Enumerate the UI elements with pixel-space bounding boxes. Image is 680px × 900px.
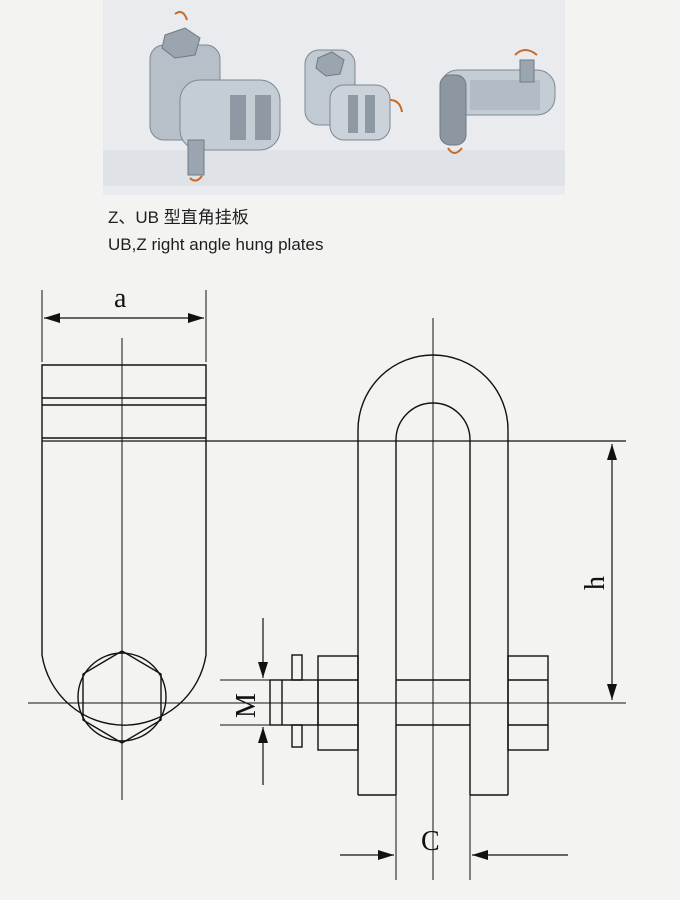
dimension-c: C (340, 826, 568, 860)
caption-title-en: UB,Z right angle hung plates (108, 235, 324, 254)
z-hung-plate-icon (304, 49, 403, 141)
ub-hung-plate-icon (149, 11, 281, 182)
caption-title-cn: Z、UB 型直角挂板 (108, 208, 249, 227)
dimension-c-label: C (421, 826, 440, 857)
right-angle-plate-icon (439, 49, 556, 154)
hex-nut (82, 650, 162, 744)
dimension-a: a (44, 283, 204, 323)
right-view (269, 318, 549, 880)
dimension-a-label: a (114, 283, 127, 314)
dimension-h: h (580, 444, 617, 700)
dimension-m-label: M (231, 693, 262, 718)
dimension-m: M (220, 618, 285, 785)
dimension-h-label: h (580, 576, 611, 590)
left-view (28, 290, 626, 800)
